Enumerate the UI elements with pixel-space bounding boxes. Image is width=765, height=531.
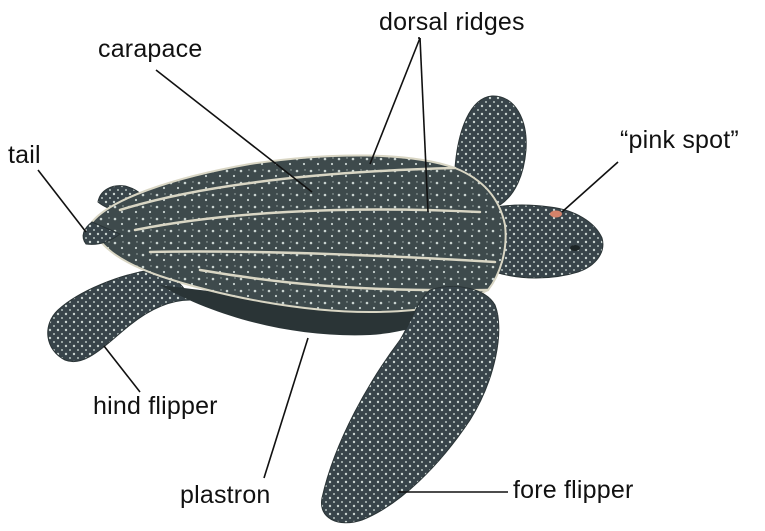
leader-line-hind-flipper [104, 346, 140, 392]
leader-line-tail [38, 170, 86, 232]
label-tail: tail [8, 143, 41, 168]
label-dorsal-ridges: dorsal ridges [379, 10, 525, 35]
label-fore-flipper: fore flipper [513, 478, 634, 503]
pink-spot [550, 211, 562, 218]
label-hind-flipper: hind flipper [93, 394, 218, 419]
leader-line-dorsal-1 [370, 38, 420, 164]
label-carapace: carapace [98, 37, 202, 62]
leader-line-pink-spot [562, 162, 618, 212]
leader-line-plastron [264, 338, 308, 478]
label-pink-spot: “pink spot” [620, 128, 739, 153]
label-plastron: plastron [180, 483, 271, 508]
eye [570, 245, 580, 251]
hind-flipper [48, 270, 190, 362]
